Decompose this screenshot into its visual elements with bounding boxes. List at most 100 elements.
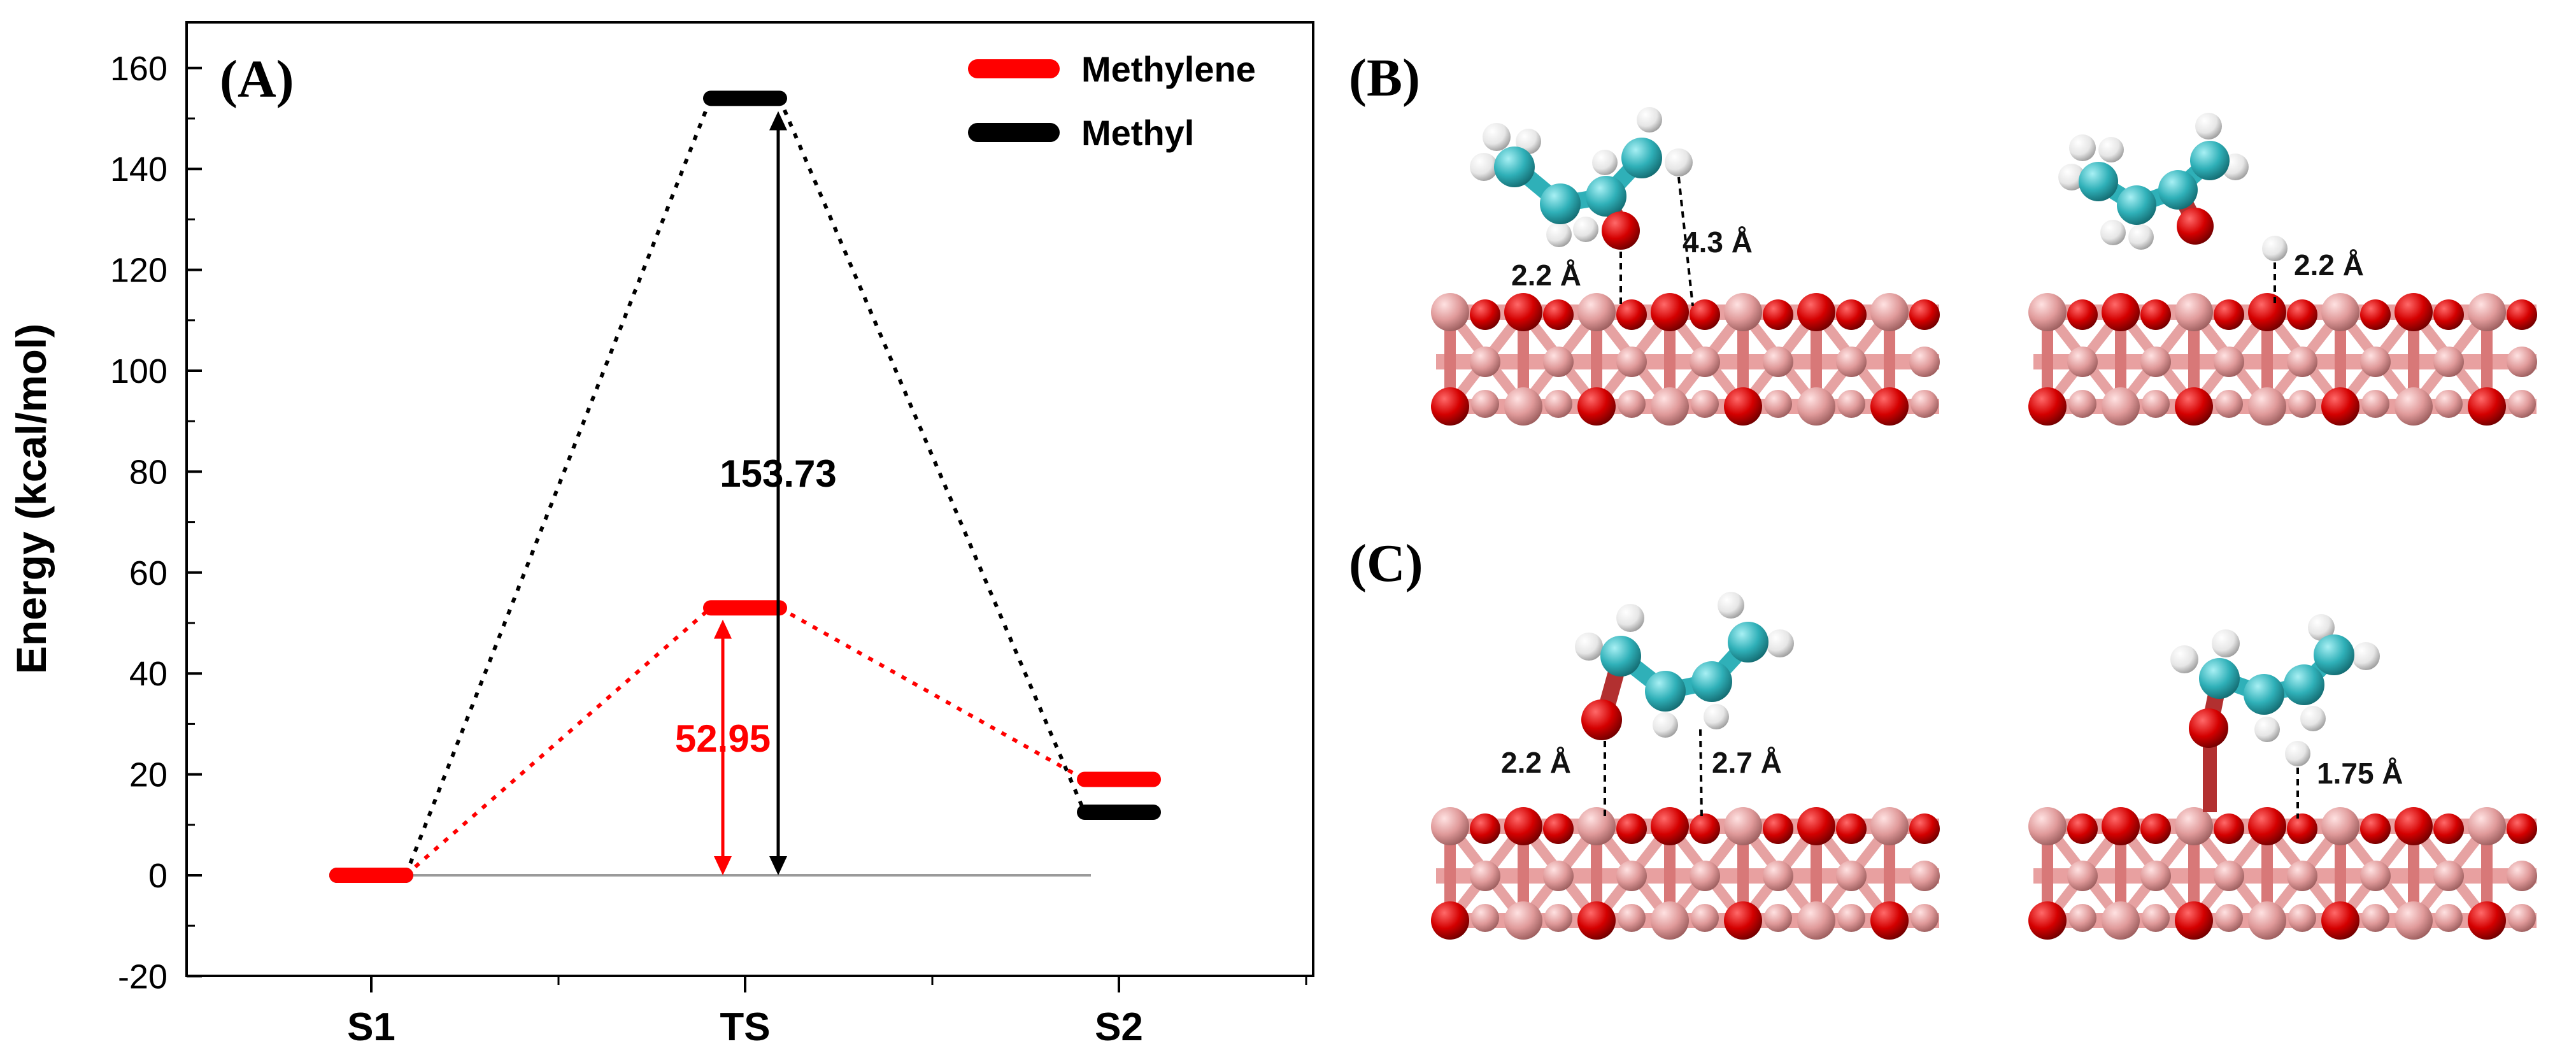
copper-atom	[1724, 293, 1762, 331]
connector-methyl	[404, 97, 713, 877]
barrier-label-methyl: 153.73	[720, 452, 837, 495]
oxygen-atom	[2507, 813, 2537, 844]
connector-methyl	[778, 97, 1086, 813]
x-tick-label: S1	[347, 1005, 395, 1049]
copper-atom	[1797, 387, 1835, 426]
oxygen-atom	[2140, 299, 2171, 330]
copper-atom	[1470, 347, 1500, 377]
oxygen-atom	[2102, 807, 2140, 845]
copper-atom	[1431, 293, 1469, 331]
barrier-arrow-methylene-head-bottom	[714, 856, 732, 875]
legend: Methylene Methyl	[968, 49, 1256, 153]
legend-label-methyl: Methyl	[1081, 113, 1194, 153]
copper-atom	[2067, 861, 2098, 891]
oxygen-atom	[1763, 813, 1793, 844]
y-tick-label: 40	[129, 655, 167, 693]
oxygen-atom	[1577, 901, 1616, 940]
oxygen-atom	[2214, 299, 2244, 330]
distance-markers-b-left: 2.2 Å 4.3 Å	[1511, 176, 1753, 306]
copper-atom	[2321, 293, 2359, 331]
oxygen-atom	[1543, 299, 1574, 330]
copper-atom	[1764, 904, 1792, 932]
copper-atom	[2028, 293, 2067, 331]
oxygen-atom	[2321, 901, 2359, 940]
copper-atom	[1616, 861, 1647, 891]
copper-atom	[1618, 390, 1646, 418]
oxygen-atom	[2175, 387, 2213, 426]
copper-atom	[1724, 807, 1762, 845]
copper-atom	[2395, 901, 2433, 940]
copper-atom	[1431, 807, 1469, 845]
copper-atom	[2288, 904, 2316, 932]
barrier-arrow-methyl-head-bottom	[769, 856, 787, 875]
copper-atom	[1763, 861, 1793, 891]
copper-atom	[2507, 347, 2537, 377]
plot-frame	[185, 21, 1314, 977]
oxygen-atom	[1504, 293, 1542, 331]
copper-atom	[2102, 387, 2140, 426]
oxygen-atom	[2321, 387, 2359, 426]
copper-atom	[2321, 807, 2359, 845]
distance-label: 2.2 Å	[1511, 259, 1581, 292]
distance-label: 2.2 Å	[2294, 248, 2364, 282]
copper-atom	[2508, 904, 2536, 932]
copper-atom	[1471, 904, 1499, 932]
copper-atom	[1837, 904, 1865, 932]
oxygen-atom	[2395, 293, 2433, 331]
copper-atom	[1577, 293, 1616, 331]
connector-methylene	[404, 606, 712, 877]
oxygen-atom	[2507, 299, 2537, 330]
y-axis-title: Energy (kcal/mol)	[8, 324, 55, 674]
copper-atom	[2214, 861, 2244, 891]
adsorbate-b-left	[1470, 107, 1693, 250]
adsorbate-c-left	[1575, 592, 1794, 740]
oxygen-atom	[1797, 293, 1835, 331]
x-tick-label: S2	[1095, 1005, 1143, 1049]
legend-label-methylene: Methylene	[1081, 49, 1256, 89]
oxygen-atom	[1543, 813, 1574, 844]
distance-markers-c-right: 1.75 Å	[2296, 757, 2403, 819]
oxygen-atom	[2433, 299, 2464, 330]
copper-atom	[1618, 904, 1646, 932]
oxygen-atom	[1724, 387, 1762, 426]
x-tick-label: TS	[720, 1005, 770, 1049]
oxygen-atom	[1651, 807, 1689, 845]
oxygen-atom	[2102, 293, 2140, 331]
distance-markers-b-right: 2.2 Å	[2274, 248, 2364, 306]
copper-atom	[1911, 390, 1939, 418]
copper-atom	[2287, 861, 2317, 891]
oxygen-atom	[2395, 807, 2433, 845]
surface-slab	[1431, 807, 1940, 940]
adsorbate-b-right	[2058, 113, 2288, 261]
adsorbate-c-right	[2170, 614, 2380, 812]
oxygen-atom	[2067, 299, 2098, 330]
copper-atom	[2214, 347, 2244, 377]
barrier-arrow-methylene-head-top	[714, 619, 732, 639]
copper-atom	[2288, 390, 2316, 418]
oxygen-atom	[2287, 299, 2317, 330]
copper-atom	[1690, 861, 1720, 891]
oxygen-atom	[1616, 813, 1647, 844]
distance-label: 2.2 Å	[1501, 746, 1571, 779]
copper-atom	[1797, 901, 1835, 940]
oxygen-atom	[2360, 299, 2391, 330]
copper-atom	[2433, 861, 2464, 891]
surface-slab	[1431, 293, 1940, 426]
oxygen-atom	[1724, 901, 1762, 940]
copper-atom	[2028, 807, 2067, 845]
y-tick-label: 100	[110, 352, 167, 390]
oxygen-atom	[1909, 813, 1940, 844]
copper-atom	[1870, 293, 1909, 331]
copper-atom	[2215, 390, 2243, 418]
oxygen-atom	[1690, 299, 1720, 330]
oxygen-atom	[2214, 813, 2244, 844]
copper-atom	[1911, 904, 1939, 932]
copper-atom	[2248, 387, 2286, 426]
copper-atom	[1763, 347, 1793, 377]
oxygen-atom	[2287, 813, 2317, 844]
oxygen-atom	[2468, 901, 2506, 940]
surface-slab	[2028, 293, 2537, 426]
oxygen-atom	[1870, 387, 1909, 426]
